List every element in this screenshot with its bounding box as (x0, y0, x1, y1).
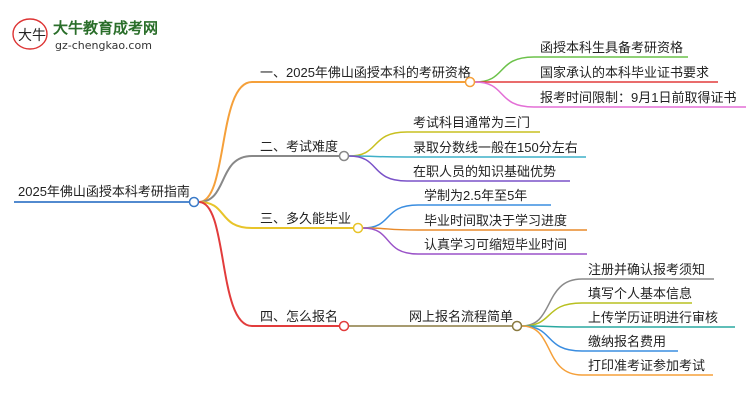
branch-3-connector (198, 201, 253, 229)
branch-1-leaf-1: 函授本科生具备考研资格 (540, 40, 683, 55)
branch-4-step-2-connector (521, 302, 583, 327)
site-logo: 大牛 大牛教育成考网 gz-chengkao.com (12, 18, 158, 52)
branch-3-leaf-3: 认真学习可缩短毕业时间 (424, 237, 567, 252)
branch-3-leaf-1-connector (362, 204, 419, 229)
branch-3-label: 三、多久能毕业 (260, 211, 351, 226)
branch-4-connector (198, 201, 253, 327)
branch-1-connector (198, 81, 253, 203)
branch-4-node-dot[interactable] (338, 320, 350, 332)
branch-4-step-3: 上传学历证明进行审核 (588, 310, 718, 325)
branch-1-leaf-1-connector (474, 56, 535, 83)
logo-mark: 大牛 (18, 28, 46, 44)
branch-1-leaf-3-connector (474, 81, 535, 108)
root-node-dot[interactable] (188, 196, 200, 208)
branch-1-node-dot[interactable] (464, 76, 476, 88)
branch-3-leaf-3-connector (362, 227, 419, 255)
branch-1-leaf-2: 国家承认的本科毕业证书要求 (540, 65, 709, 80)
branch-2-label: 二、考试难度 (260, 139, 338, 154)
branch-4-step-1-connector (521, 278, 583, 327)
branch-4-sub-label: 网上报名流程简单 (409, 309, 513, 324)
branch-3-leaf-2: 毕业时间取决于学习进度 (424, 213, 567, 228)
branch-4-label: 四、怎么报名 (260, 309, 338, 324)
branch-2-leaf-2: 录取分数线一般在150分左右 (413, 140, 578, 155)
root-topic: 2025年佛山函授本科考研指南 (18, 184, 190, 199)
branch-4-step-1: 注册并确认报考须知 (588, 262, 705, 277)
branch-1-leaf-3: 报考时间限制：9月1日前取得证书 (540, 90, 736, 105)
branch-2-leaf-1-connector (348, 131, 408, 157)
branch-2-leaf-3-connector (348, 155, 408, 182)
branch-4-step-2: 填写个人基本信息 (588, 286, 692, 301)
logo-url: gz-chengkao.com (55, 39, 152, 52)
branch-3-node-dot[interactable] (352, 222, 364, 234)
branch-4-step-4: 缴纳报名费用 (588, 334, 666, 349)
connectors (14, 56, 746, 376)
branch-4-step-4-connector (521, 325, 583, 352)
branch-3-leaf-1: 学制为2.5年至5年 (424, 188, 527, 203)
branch-2-connector (198, 155, 253, 203)
branch-4-step-5: 打印准考证参加考试 (588, 358, 705, 373)
logo-badge-icon (12, 18, 48, 50)
branch-4-sub-node-dot[interactable] (511, 320, 523, 332)
branch-2-leaf-3: 在职人员的知识基础优势 (413, 164, 556, 179)
branch-2-node-dot[interactable] (338, 150, 350, 162)
branch-4-step-5-connector (521, 325, 583, 376)
branch-2-leaf-1: 考试科目通常为三门 (413, 115, 530, 130)
branch-1-label: 一、2025年佛山函授本科的考研资格 (260, 65, 471, 80)
logo-title: 大牛教育成考网 (53, 19, 158, 37)
